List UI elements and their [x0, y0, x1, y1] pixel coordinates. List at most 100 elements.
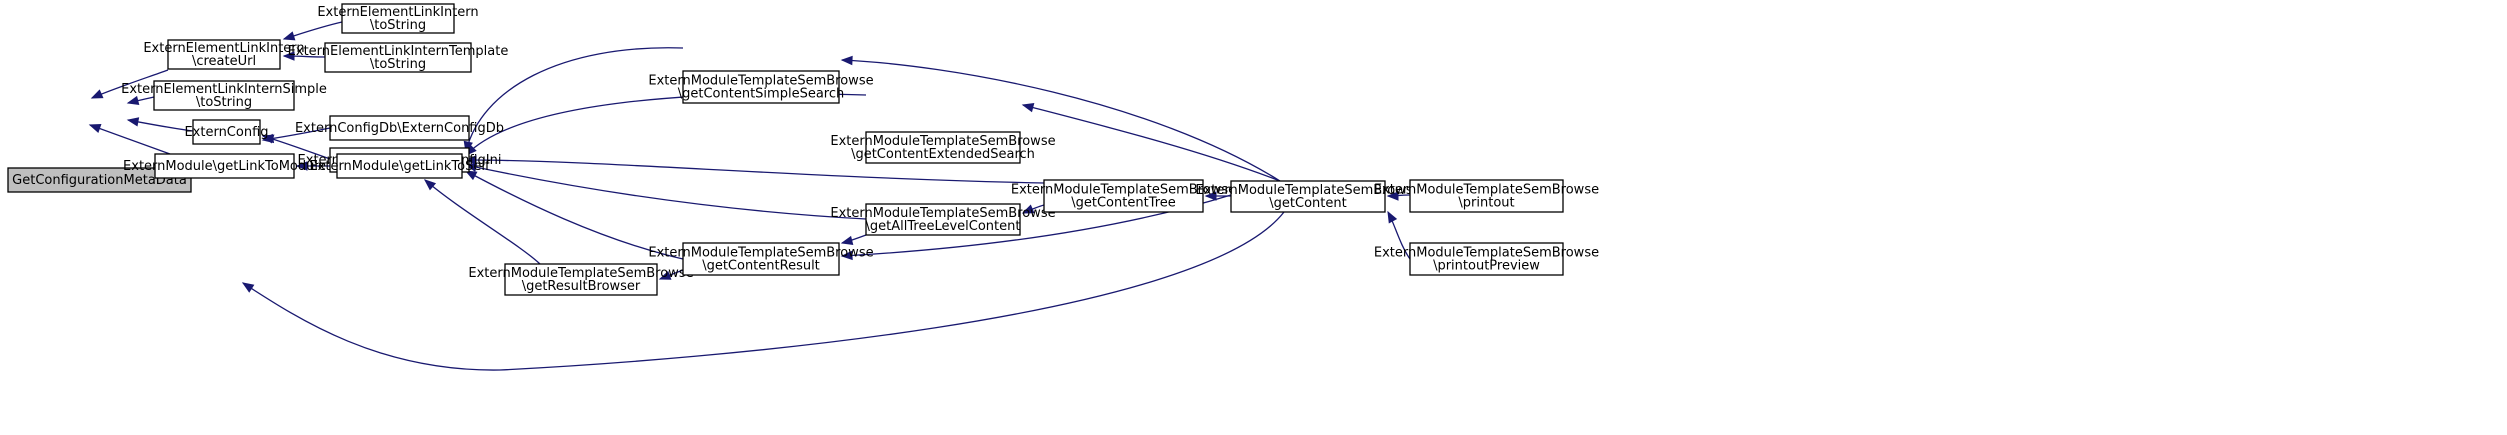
edge-getcontent-to-getcontenttree — [1204, 191, 1231, 201]
node-label: \createUrl — [192, 54, 256, 69]
arrow-head — [464, 155, 477, 165]
arrow-head — [126, 95, 140, 106]
node-getalltreelevelcontent[interactable]: ExternModuleTemplateSemBrowse\getAllTree… — [830, 203, 1056, 236]
edge-printoutpreview-to-getcontent — [1387, 210, 1411, 260]
arrow-head — [90, 89, 104, 99]
node-getlinktoself[interactable]: ExternModule\getLinkToSelf — [309, 153, 490, 179]
node-label: ExternModuleTemplateSemBrowse — [1374, 246, 1599, 261]
node-label: \getContentSimpleSearch — [678, 87, 844, 102]
node-label: ExternModuleTemplateSemBrowse — [648, 246, 873, 261]
node-configdb[interactable]: ExternConfigDb\ExternConfigDb — [295, 115, 504, 141]
node-label: \toString — [196, 95, 252, 110]
edge-getcontentresult-to-getresultbrowser — [658, 269, 684, 280]
node-box — [1409, 242, 1564, 276]
node-box — [324, 42, 472, 73]
node-elinternsimple_tostring[interactable]: ExternElementLinkInternSimple\toString — [121, 80, 327, 111]
node-elintern_createurl[interactable]: ExternElementLinkIntern\createUrl — [143, 39, 305, 70]
edge-elintern_createurl-to-root — [90, 69, 169, 99]
node-box — [865, 131, 1021, 164]
edge-getalltreelevelcontent-to-getlinktoself — [464, 162, 867, 220]
edge-elintern_tostring-to-elintern_createurl — [282, 21, 343, 41]
edge-line — [465, 170, 684, 260]
edge-getcontent-to-getcontentextendedsearch — [1021, 103, 1281, 182]
node-label: ExternElementLinkInternTemplate — [288, 44, 509, 59]
node-label: \printout — [1458, 196, 1514, 211]
edge-line — [465, 159, 1045, 184]
arrow-head — [658, 270, 672, 280]
node-box — [167, 39, 281, 70]
node-label: \getContentExtendedSearch — [851, 147, 1035, 162]
nodes-layer: GetConfigurationMetaData ExternElementLin… — [7, 3, 1599, 296]
node-label: ExternModuleTemplateSemBrowse — [1374, 183, 1599, 198]
node-getlinktomodule[interactable]: ExternModule\getLinkToModule — [123, 153, 326, 179]
arrow-head — [126, 117, 140, 127]
edge-elinternsimple_tostring-to-root — [126, 95, 155, 106]
edge-line — [465, 164, 867, 220]
node-getresultbrowser[interactable]: ExternModuleTemplateSemBrowse\getResultB… — [468, 263, 694, 296]
node-box — [154, 153, 295, 179]
edge-getlinktomodule-to-root — [88, 123, 171, 155]
node-box — [682, 242, 840, 276]
node-label: ExternModuleTemplateSemBrowse — [830, 206, 1055, 221]
arrow-head — [840, 250, 853, 261]
node-elintern_tostring[interactable]: ExternElementLinkIntern\toString — [317, 3, 479, 34]
node-box — [1043, 179, 1204, 213]
edge-getcontent-to-getlinktomodule — [241, 211, 1285, 371]
node-box — [865, 203, 1021, 236]
node-label: ExternModule\getLinkToSelf — [309, 159, 490, 174]
node-label: GetConfigurationMetaData — [12, 173, 187, 188]
node-label: ExternModuleTemplateSemBrowse — [830, 134, 1055, 149]
node-box — [1409, 179, 1564, 213]
node-box — [153, 80, 295, 111]
node-label: \getContentResult — [702, 259, 820, 274]
node-elinterntemplate_tostring[interactable]: ExternElementLinkInternTemplate\toString — [288, 42, 509, 73]
node-getcontentresult[interactable]: ExternModuleTemplateSemBrowse\getContent… — [648, 242, 874, 276]
node-getcontentsimplesearch[interactable]: ExternModuleTemplateSemBrowse\getContent… — [648, 70, 874, 104]
edge-getalltreelevelcontent-to-getcontentresult — [840, 234, 867, 246]
node-label: \toString — [370, 57, 426, 72]
edge-getresultbrowser-to-getlinktoself — [423, 179, 541, 265]
node-box — [329, 115, 470, 141]
edges-layer — [88, 21, 1411, 371]
node-label: \getAllTreeLevelContent — [866, 219, 1021, 234]
arrow-head — [1387, 210, 1398, 224]
node-getcontent[interactable]: ExternModuleTemplateSemBrowse\getContent — [1195, 180, 1421, 213]
node-box — [504, 263, 658, 296]
node-getcontentextendedsearch[interactable]: ExternModuleTemplateSemBrowse\getContent… — [830, 131, 1056, 164]
node-label: ExternModuleTemplateSemBrowse — [1011, 183, 1236, 198]
node-box — [336, 153, 463, 179]
arrow-head — [464, 170, 478, 181]
arrow-head — [1021, 103, 1035, 113]
node-label: \getContentTree — [1071, 196, 1176, 211]
edge-line — [424, 179, 541, 265]
node-printout[interactable]: ExternModuleTemplateSemBrowse\printout — [1374, 179, 1599, 213]
node-label: ExternConfigDb\ExternConfigDb — [295, 121, 504, 136]
edge-getcontent-to-getcontentsimplesearch — [840, 55, 1281, 182]
edge-line — [242, 211, 1285, 371]
node-printoutpreview[interactable]: ExternModuleTemplateSemBrowse\printoutPr… — [1374, 242, 1599, 276]
edge-line — [465, 47, 684, 153]
node-label: \printoutPreview — [1433, 259, 1540, 274]
node-label: ExternModule\getLinkToModule — [123, 159, 326, 174]
node-label: ExternModuleTemplateSemBrowse — [648, 74, 873, 89]
edge-getcontenttree-to-getlinktoself — [464, 155, 1045, 184]
node-externconfig[interactable]: ExternConfig — [184, 119, 269, 145]
arrow-head — [88, 123, 102, 133]
arrow-head — [423, 179, 437, 191]
arrow-head — [282, 31, 296, 41]
arrow-head — [295, 161, 308, 171]
node-label: ExternModuleTemplateSemBrowse — [468, 266, 693, 281]
node-label: ExternElementLinkIntern — [143, 41, 304, 56]
arrow-head — [282, 51, 295, 61]
node-getcontenttree[interactable]: ExternModuleTemplateSemBrowse\getContent… — [1011, 179, 1236, 213]
edge-configini-to-externconfig — [261, 134, 331, 160]
node-label: ExternConfig — [184, 125, 268, 140]
edge-getcontentresult-to-getlinktoself — [464, 170, 684, 260]
node-box — [192, 119, 261, 145]
edge-line — [89, 124, 171, 155]
edge-line — [841, 59, 1281, 182]
arrow-head — [261, 134, 275, 144]
node-label: ExternElementLinkInternSimple — [121, 82, 327, 97]
edge-line — [1022, 104, 1281, 182]
